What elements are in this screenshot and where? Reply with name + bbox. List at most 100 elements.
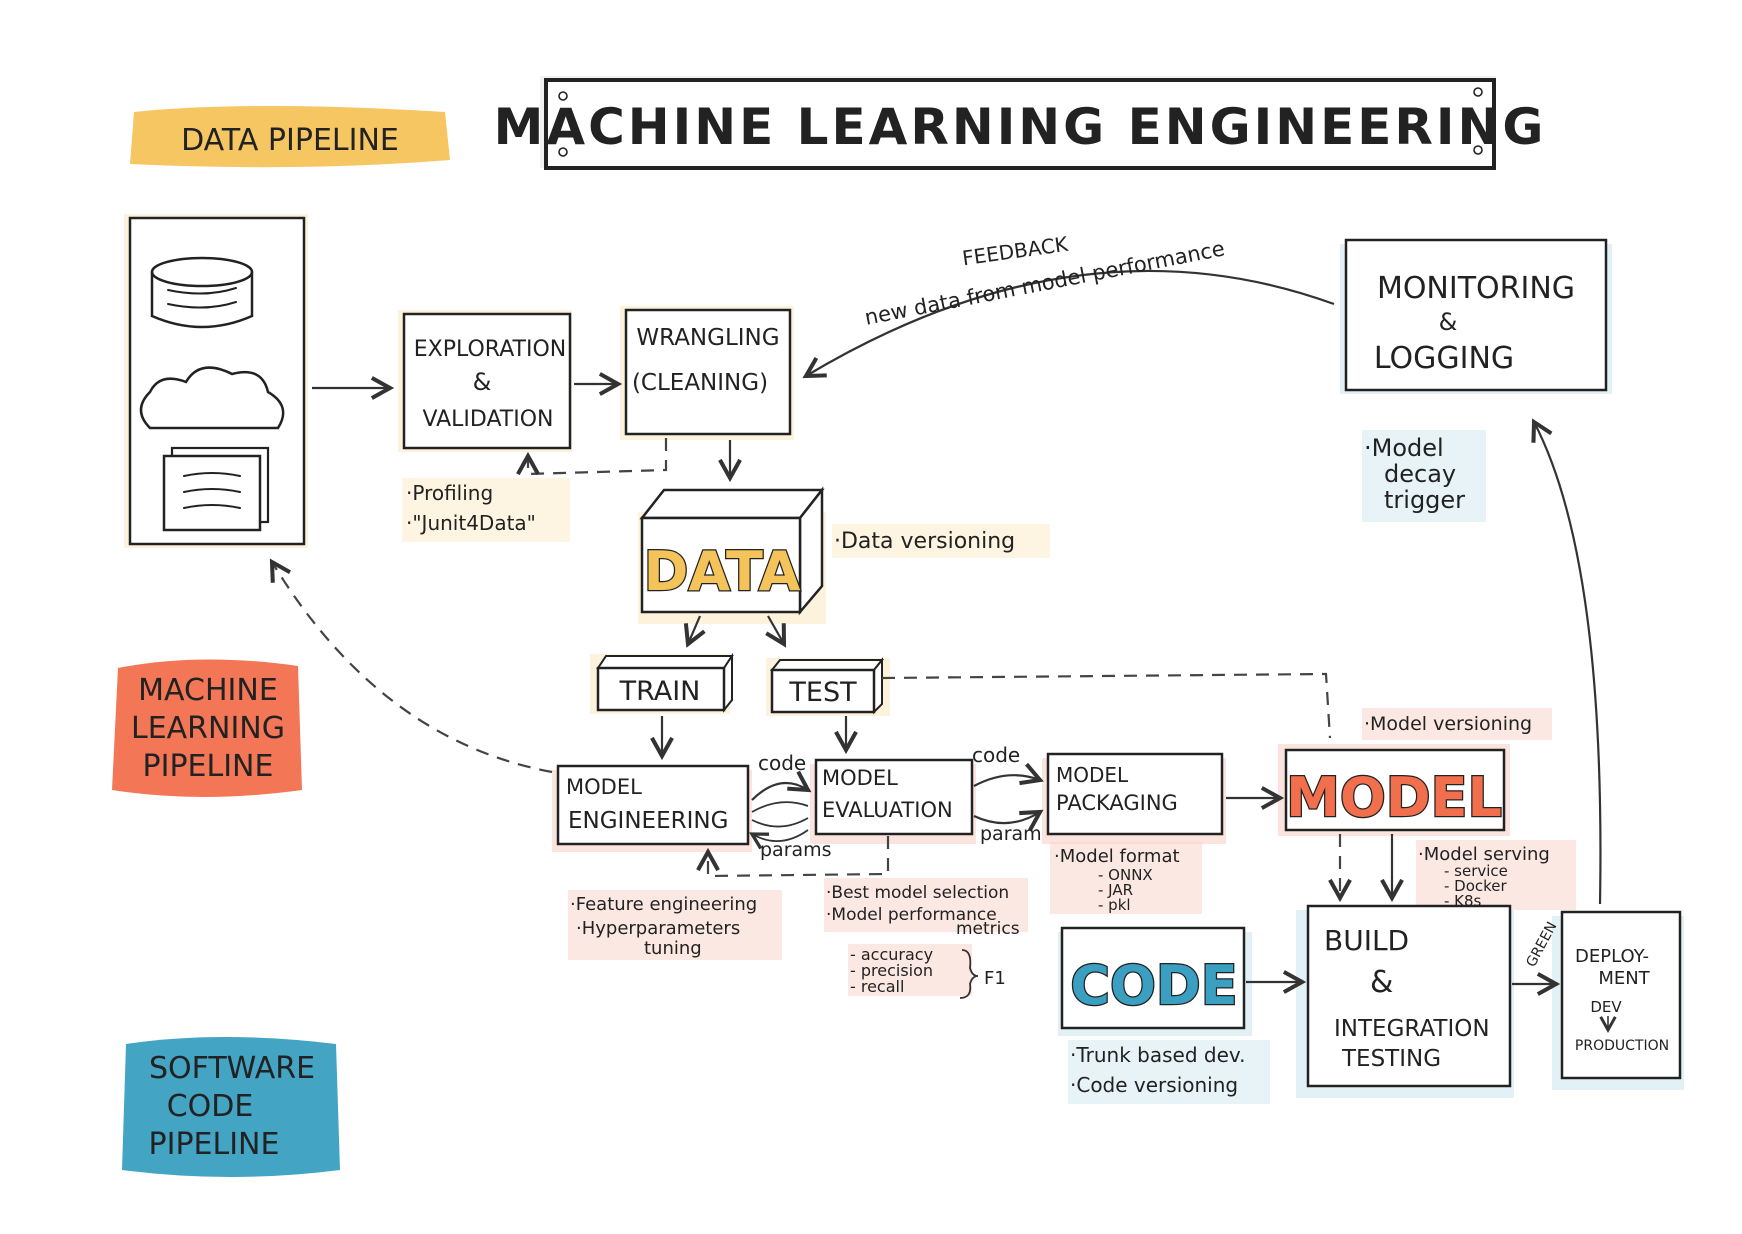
model-engineering-note-2: ·Hyperparameters xyxy=(576,918,740,939)
arrow-deployment-monitoring xyxy=(1534,422,1602,905)
deployment-line-1: DEPLOY- xyxy=(1575,946,1649,967)
train-label: TRAIN xyxy=(619,676,701,707)
model-store-block: MODEL xyxy=(1278,744,1510,836)
model-engineering-line-2: ENGINEERING xyxy=(568,808,728,834)
legend-ml-pipeline: MACHINE LEARNING PIPELINE xyxy=(112,659,302,797)
model-engineering-note-1: ·Feature engineering xyxy=(570,894,757,915)
build-line-3: INTEGRATION xyxy=(1334,1016,1490,1042)
legend-ml-line-1: MACHINE xyxy=(138,673,278,708)
test-box: TEST xyxy=(766,657,890,716)
wrangling-line-1: WRANGLING xyxy=(636,325,779,351)
monitoring-note-2: decay xyxy=(1384,460,1456,488)
arrow-test-model-dashed xyxy=(881,672,1332,739)
legend-data-label: DATA PIPELINE xyxy=(181,123,399,158)
data-versioning-note: ·Data versioning xyxy=(834,529,1015,554)
model-packaging-note-1: ·Model format xyxy=(1054,846,1180,867)
train-box: TRAIN xyxy=(590,652,734,714)
model-packaging-box: MODEL PACKAGING xyxy=(1042,752,1226,844)
model-evaluation-note-3: metrics xyxy=(956,919,1020,939)
arrow-label-params: params xyxy=(760,839,832,861)
model-packaging-line-1: MODEL xyxy=(1056,763,1129,787)
code-block-label: CODE xyxy=(1070,954,1237,1017)
monitoring-note-3: trigger xyxy=(1384,486,1465,514)
monitoring-line-3: LOGGING xyxy=(1374,341,1514,376)
arrow-label-code-1: code xyxy=(758,751,806,775)
code-note-2: ·Code versioning xyxy=(1070,1073,1238,1097)
legend-data-pipeline: DATA PIPELINE xyxy=(130,106,450,168)
metrics-brace xyxy=(959,949,979,999)
monitoring-note-1: ·Model xyxy=(1364,434,1444,462)
model-engineering-line-1: MODEL xyxy=(566,775,642,799)
title-banner: MACHINE LEARNING ENGINEERING xyxy=(494,76,1547,170)
serving-note-1: ·Model serving xyxy=(1418,844,1550,865)
exploration-note-junit: ·"Junit4Data" xyxy=(406,511,536,535)
model-evaluation-line-1: MODEL xyxy=(822,766,898,790)
monitoring-line-2: & xyxy=(1439,308,1458,336)
metric-precision: - precision xyxy=(850,961,933,980)
database-icon xyxy=(150,256,254,329)
legend-code-pipeline: SOFTWARE CODE PIPELINE xyxy=(122,1037,340,1177)
model-evaluation-box: MODEL EVALUATION xyxy=(810,758,976,844)
arrow-evaluation-packaging-code xyxy=(973,775,1040,787)
deployment-line-2: MENT xyxy=(1598,968,1650,989)
deployment-line-4: PRODUCTION xyxy=(1575,1038,1669,1054)
exploration-validation-box: EXPLORATION & VALIDATION xyxy=(398,310,572,452)
f1-label: F1 xyxy=(984,968,1006,989)
code-note-1: ·Trunk based dev. xyxy=(1070,1043,1246,1067)
legend-ml-swatch xyxy=(112,659,302,797)
arrow-evaluation-engineering-dashed xyxy=(708,836,890,878)
deployment-line-3: DEV xyxy=(1590,998,1622,1016)
legend-ml-line-3: PIPELINE xyxy=(143,749,274,784)
exploration-line-3: VALIDATION xyxy=(422,407,553,432)
feedback-title: FEEDBACK xyxy=(961,232,1070,271)
exploration-line-1: EXPLORATION xyxy=(414,337,566,362)
legend-code-line-3: PIPELINE xyxy=(149,1127,280,1162)
model-evaluation-note-1: ·Best model selection xyxy=(826,883,1009,903)
model-versioning-note: ·Model versioning xyxy=(1364,713,1532,735)
monitoring-logging-box: MONITORING & LOGGING xyxy=(1340,238,1612,394)
model-packaging-note-2: - ONNX xyxy=(1098,866,1153,884)
cloud-icon xyxy=(139,366,285,430)
feedback-arrow xyxy=(806,269,1335,376)
page-title: MACHINE LEARNING ENGINEERING xyxy=(494,98,1547,156)
model-engineering-box: MODEL ENGINEERING xyxy=(552,764,752,852)
data-sources-panel xyxy=(124,214,308,548)
arrow-data-test xyxy=(768,615,784,644)
model-packaging-line-2: PACKAGING xyxy=(1056,791,1178,815)
arrow-label-param: param xyxy=(980,823,1042,845)
model-evaluation-line-2: EVALUATION xyxy=(822,798,953,822)
model-packaging-note-4: - pkl xyxy=(1098,896,1131,914)
arrow-engineering-sources-dashed xyxy=(272,562,553,774)
wrangling-line-2: (CLEANING) xyxy=(632,370,768,396)
model-evaluation-note-2: ·Model performance xyxy=(826,905,997,925)
metric-accuracy: - accuracy xyxy=(850,945,933,964)
data-store-block: DATA xyxy=(638,486,826,624)
documents-icon xyxy=(162,446,270,532)
legend-ml-line-2: LEARNING xyxy=(131,711,285,746)
build-line-1: BUILD xyxy=(1324,924,1409,957)
legend-code-line-1: SOFTWARE xyxy=(149,1051,315,1086)
deployment-box: DEPLOY- MENT DEV PRODUCTION xyxy=(1552,910,1684,1090)
legend-data-swatch xyxy=(130,106,450,168)
connectors: code params code param xyxy=(272,384,1602,984)
arrow-wrangling-exploration-dashed xyxy=(528,438,668,476)
build-line-2: & xyxy=(1370,965,1393,1000)
legend-code-swatch xyxy=(122,1037,340,1177)
model-block-label: MODEL xyxy=(1286,766,1502,829)
arrow-evaluation-packaging-param xyxy=(973,812,1040,823)
serving-note-3: - Docker xyxy=(1444,877,1508,895)
model-engineering-note-3: tuning xyxy=(644,938,702,959)
exploration-note-profiling: ·Profiling xyxy=(406,481,493,505)
monitoring-line-1: MONITORING xyxy=(1377,271,1575,306)
wrangling-box: WRANGLING (CLEANING) xyxy=(620,306,794,440)
test-label: TEST xyxy=(788,677,857,708)
build-line-4: TESTING xyxy=(1341,1046,1441,1072)
code-block: CODE xyxy=(1058,926,1252,1036)
legend-code-line-2: CODE xyxy=(167,1089,254,1124)
model-packaging-note-3: - JAR xyxy=(1098,881,1133,899)
arrow-engineering-evaluation xyxy=(751,783,808,801)
exploration-line-2: & xyxy=(473,368,492,396)
metric-recall: - recall xyxy=(850,977,904,996)
build-integration-box: BUILD & INTEGRATION TESTING xyxy=(1296,904,1514,1098)
